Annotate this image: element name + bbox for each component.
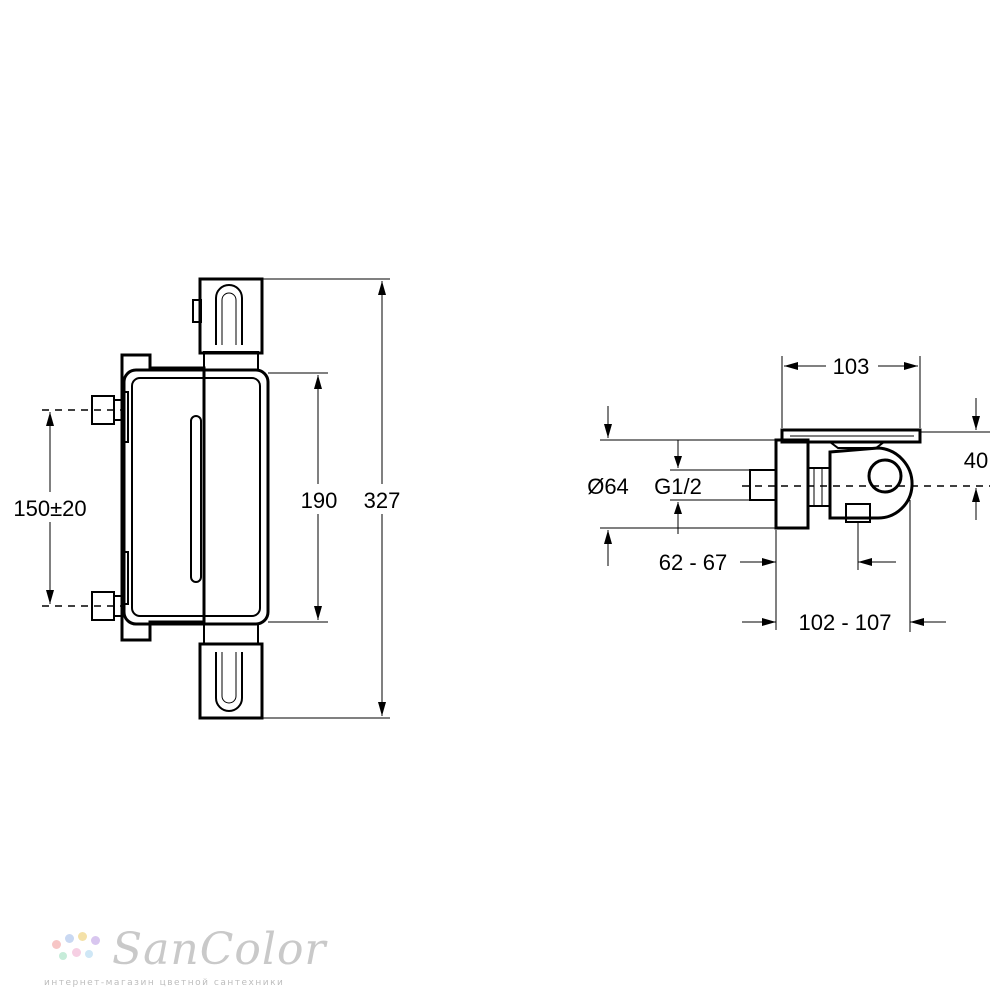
- logo-dot: [52, 940, 61, 949]
- logo-dot: [85, 950, 93, 958]
- dim-total-height: 327: [364, 488, 401, 513]
- dim-diameter: Ø64: [587, 474, 629, 499]
- side-inlet: [749, 469, 777, 501]
- dim-projection-long: 102 - 107: [799, 610, 892, 635]
- sancolor-logo: SanColor интернет-магазин цветной сантех…: [44, 924, 325, 996]
- logo-tagline: интернет-магазин цветной сантехники: [44, 978, 285, 988]
- logo-dot: [65, 934, 74, 943]
- wall-plate: [120, 353, 206, 642]
- dim-body-height: 190: [301, 488, 338, 513]
- dim-depth-top: 103: [833, 354, 870, 379]
- dim-height-offset: 40: [964, 448, 988, 473]
- logo-dot: [72, 948, 81, 957]
- dim-thread: G1/2: [654, 474, 702, 499]
- top-cap: [198, 277, 264, 355]
- main-body: [122, 368, 270, 626]
- logo-dot: [78, 932, 87, 941]
- top-shelf: [780, 428, 922, 444]
- side-view: 103 Ø64 G1/2 62 - 67 102 - 107: [587, 350, 998, 636]
- logo-name: SanColor: [112, 924, 327, 975]
- front-view: 150±20 190 327: [4, 277, 406, 720]
- logo-dot: [91, 936, 100, 945]
- bottom-cap: [198, 642, 264, 720]
- dim-inlet-spacing: 150±20: [13, 496, 86, 521]
- side-wall-plate: [774, 438, 810, 530]
- dim-projection-short: 62 - 67: [659, 550, 728, 575]
- top-cap-slot: [215, 284, 243, 345]
- bottom-cap-slot: [215, 652, 243, 712]
- side-knob: [867, 458, 903, 494]
- logo-dot: [59, 952, 67, 960]
- body-slot: [190, 415, 202, 583]
